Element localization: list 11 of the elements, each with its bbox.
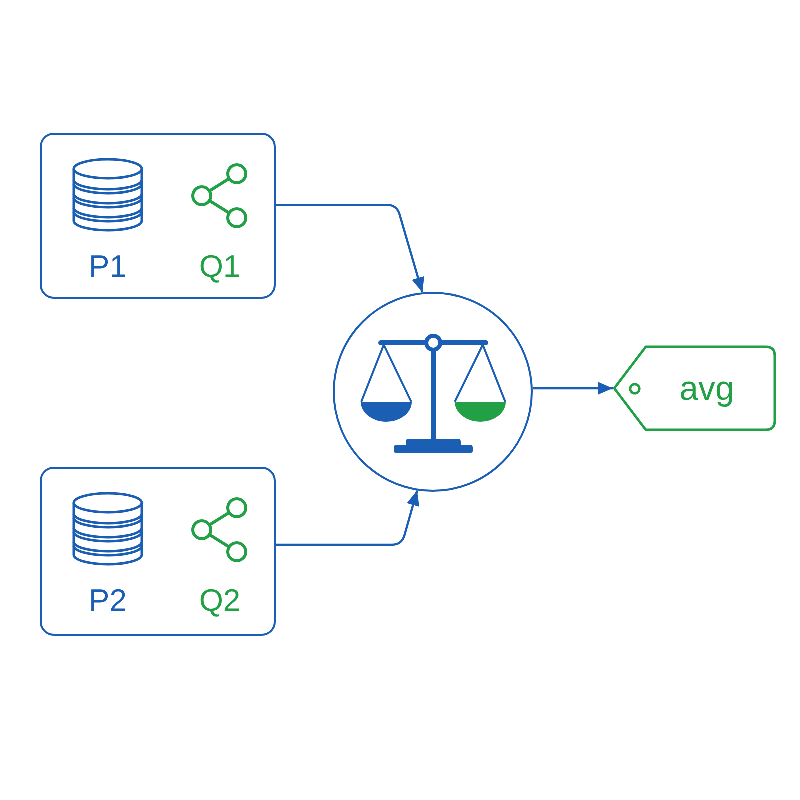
- source-card: [40, 133, 276, 299]
- item-label: Q1: [199, 249, 241, 285]
- item-label: P1: [89, 249, 127, 285]
- arrow: [532, 382, 613, 395]
- source-card: [40, 467, 276, 636]
- arrow: [276, 204, 425, 293]
- item-label: P2: [89, 583, 127, 619]
- tag-label: avg: [680, 368, 734, 408]
- tag-shape: [613, 345, 777, 432]
- arrow: [276, 490, 420, 546]
- item-label: Q2: [199, 583, 241, 619]
